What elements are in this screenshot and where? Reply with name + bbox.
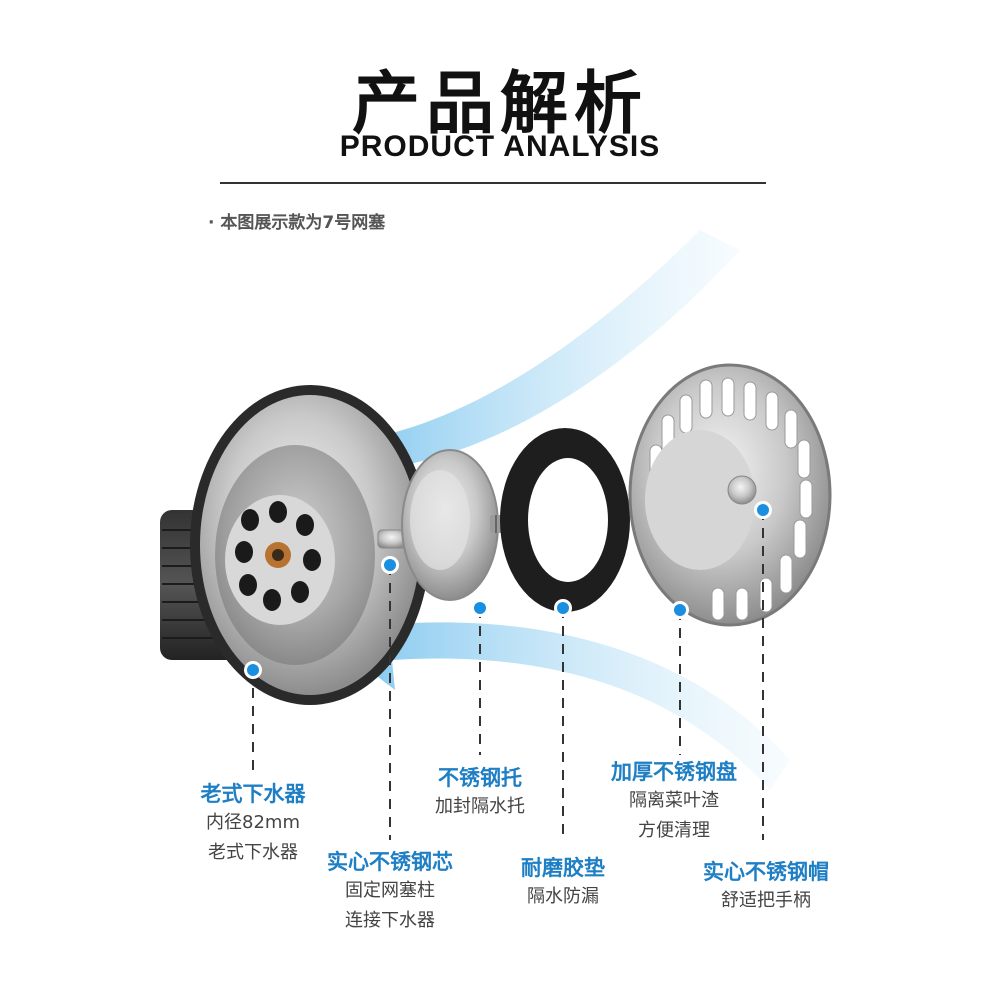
label-desc: 隔水防漏 (527, 886, 599, 907)
label-holder: 不锈钢托 加封隔水托 (380, 762, 580, 822)
label-title: 实心不锈钢芯 (327, 850, 453, 874)
leader-dots (244, 501, 772, 679)
label-desc: 隔离菜叶渣 (629, 790, 719, 811)
label-gasket: 耐磨胶垫 隔水防漏 (463, 852, 663, 912)
label-desc: 方便清理 (638, 820, 710, 841)
label-core-pin: 实心不锈钢芯 固定网塞柱 连接下水器 (290, 846, 490, 936)
label-desc: 加封隔水托 (435, 796, 525, 817)
label-desc: 老式下水器 (208, 842, 298, 863)
stainless-holder (401, 449, 520, 601)
page-title: 产品解析 (351, 65, 648, 144)
label-desc: 连接下水器 (345, 910, 435, 931)
label-title: 耐磨胶垫 (521, 856, 605, 880)
label-cap: 实心不锈钢帽 舒适把手柄 (666, 856, 866, 916)
label-basket: 加厚不锈钢盘 隔离菜叶渣 方便清理 (574, 756, 774, 846)
label-old-drain: 老式下水器 内径82mm 老式下水器 (153, 778, 353, 868)
label-title: 加厚不锈钢盘 (611, 760, 737, 784)
page-subtitle: PRODUCT ANALYSIS (339, 130, 661, 163)
rubber-gasket (500, 428, 630, 612)
leader-lines (252, 510, 764, 840)
label-desc: 固定网塞柱 (345, 880, 435, 901)
title-divider (220, 182, 766, 184)
label-title: 不锈钢托 (438, 766, 522, 790)
label-title: 老式下水器 (200, 782, 306, 806)
flow-arrow-bottom (330, 600, 790, 790)
flow-arrow-top (310, 230, 740, 500)
label-desc: 舒适把手柄 (721, 890, 811, 911)
old-sink-drain (160, 385, 430, 705)
label-desc: 内径82mm (206, 812, 300, 833)
label-title: 实心不锈钢帽 (703, 860, 829, 884)
display-note: · 本图展示款为7号网塞 (208, 213, 386, 233)
strainer-basket (628, 363, 832, 627)
